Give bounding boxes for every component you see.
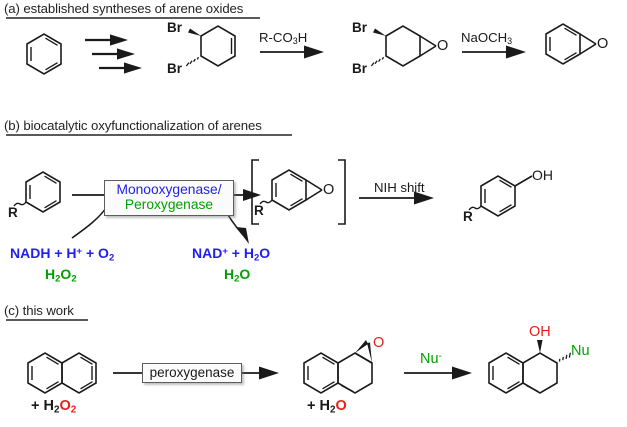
peracid-text-main: R-CO bbox=[259, 30, 293, 45]
nu-charge: - bbox=[438, 351, 442, 362]
nad-text: NAD bbox=[192, 245, 223, 261]
cofactor-nadh-label: NADH + H+ + O2 bbox=[10, 246, 114, 263]
methoxide-text-main: NaOCH bbox=[461, 30, 508, 45]
bromine-label-top-epoxide: Br bbox=[352, 20, 368, 35]
benzene-oxide-oxygen-label: O bbox=[597, 36, 609, 52]
peracid-text-tail: H bbox=[297, 30, 308, 45]
naphthalene-oxide-c bbox=[303, 340, 373, 394]
nih-shift-label: NIH shift bbox=[374, 180, 425, 195]
reaction-arrow-c bbox=[113, 366, 279, 380]
dibromocyclohexene-structure bbox=[185, 25, 236, 67]
nih-shift-arrow bbox=[359, 191, 434, 205]
nadh-text: NADH + H bbox=[10, 245, 77, 261]
methoxide-text-sub: 3 bbox=[507, 36, 513, 47]
panel-c-heading: (c) this work bbox=[4, 303, 74, 318]
phenol-r-label: R bbox=[463, 209, 473, 224]
coproduct-h2o-label-c: + H2O bbox=[307, 399, 347, 415]
panel-b-heading-rule bbox=[6, 134, 292, 136]
peroxygenase-label-c: peroxygenase bbox=[149, 365, 235, 380]
substrate-r-label-b: R bbox=[8, 205, 18, 220]
nadh-charge: + bbox=[76, 246, 83, 258]
arene-substrate-b bbox=[13, 171, 61, 213]
dibromo-epoxide-structure bbox=[370, 25, 437, 67]
reagent-label-methoxide: NaOCH3 bbox=[461, 30, 512, 46]
benzene-ring-a bbox=[26, 33, 62, 75]
coproduct-nad-label: NAD+ + H2O bbox=[192, 246, 270, 263]
enzyme-catalyst-box-b: Monooxygenase/ Peroxygenase bbox=[104, 180, 234, 216]
bromine-label-bottom-epoxide: Br bbox=[352, 61, 368, 76]
nucleophile-label-c: Nu- bbox=[420, 352, 442, 367]
h2o-green-h: H bbox=[224, 266, 235, 282]
phenol-product-b bbox=[468, 175, 533, 217]
panel-c-heading-rule bbox=[6, 319, 88, 321]
nad-charge: + bbox=[222, 246, 228, 258]
nadh-plus-o2: + O bbox=[82, 245, 109, 261]
nad-plus-h2o: + H bbox=[227, 245, 254, 261]
benzene-oxide-structure bbox=[545, 23, 597, 65]
o2-sub: 2 bbox=[108, 252, 115, 264]
multistep-arrows-a bbox=[85, 34, 142, 74]
reagent-arrow-methoxide bbox=[462, 45, 526, 59]
h2o-green-o: O bbox=[239, 266, 251, 282]
coproduct-h2o-label-b: H2O bbox=[224, 267, 250, 284]
cosubstrate-h2o2-label-c: + H2O2 bbox=[31, 399, 76, 415]
epoxide-oxygen-label-c: O bbox=[373, 335, 385, 351]
dihydronaphthalene-product-c bbox=[488, 340, 571, 394]
plus-h2o2-sub1: 2 bbox=[53, 404, 60, 416]
panel-b-heading: (b) biocatalytic oxyfunctionalization of… bbox=[4, 118, 262, 133]
bromine-label-top-a: Br bbox=[167, 20, 183, 35]
h2o2-o: O bbox=[60, 266, 72, 282]
peroxygenase-catalyst-box-c: peroxygenase bbox=[142, 363, 242, 384]
panel-a-heading-rule bbox=[6, 17, 260, 19]
h2o2-h: H bbox=[45, 266, 56, 282]
product-oh-label-c: OH bbox=[529, 324, 551, 340]
h2o-green-sub: 2 bbox=[234, 273, 240, 285]
panel-a-heading: (a) established syntheses of arene oxide… bbox=[4, 1, 244, 16]
plus-h2o-sub: 2 bbox=[329, 404, 336, 416]
plus-h2o2-h: + H bbox=[31, 398, 54, 414]
plus-h2o-o: O bbox=[335, 398, 347, 414]
h2o2-sub1: 2 bbox=[55, 273, 61, 285]
reagent-label-peracid: R-CO3H bbox=[259, 30, 307, 46]
peracid-text-sub: 3 bbox=[292, 36, 298, 47]
nad-h2o-sub: 2 bbox=[253, 252, 260, 264]
epoxide-oxygen-label-a: O bbox=[437, 38, 449, 54]
plus-h2o2-sub2: 2 bbox=[70, 404, 77, 416]
naphthalene-substrate-c bbox=[27, 352, 97, 394]
bromine-label-bottom-a: Br bbox=[167, 61, 183, 76]
h2o2-sub2: 2 bbox=[71, 273, 77, 285]
nucleophile-arrow-c bbox=[404, 366, 472, 380]
reagent-arrow-peracid bbox=[260, 45, 324, 59]
cosubstrate-h2o2-label-b: H2O2 bbox=[45, 267, 77, 284]
peroxygenase-label-b: Peroxygenase bbox=[124, 197, 214, 213]
plus-h2o2-o: O bbox=[59, 398, 71, 414]
nu-text: Nu bbox=[420, 351, 439, 368]
intermediate-r-label-b: R bbox=[254, 203, 264, 218]
phenol-oh-label: OH bbox=[532, 167, 553, 183]
monooxygenase-label: Monooxygenase/ bbox=[116, 182, 222, 197]
arene-oxide-intermediate-b bbox=[251, 159, 346, 225]
product-nu-label-c: Nu bbox=[571, 343, 590, 359]
nad-h2o-o: O bbox=[259, 245, 271, 261]
plus-h2o-h: + H bbox=[307, 398, 330, 414]
intermediate-oxygen-label-b: O bbox=[323, 182, 335, 198]
